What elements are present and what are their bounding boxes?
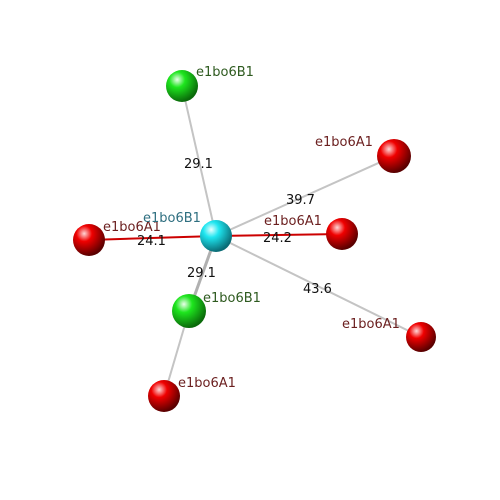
atom-label: e1bo6A1: [315, 135, 373, 150]
atom-label: e1bo6A1: [342, 317, 400, 332]
atom-labels: e1bo6B1 e1bo6A1 e1bo6A1 e1bo6A1 e1bo6B1 …: [103, 65, 400, 391]
distance-label: 29.1: [187, 266, 216, 281]
distance-label: 43.6: [303, 282, 332, 297]
atom-label: e1bo6A1: [264, 214, 322, 229]
distance-labels: 29.1 39.7 24.2 43.6 29.1 24.1: [137, 157, 332, 297]
distance-label: 24.1: [137, 234, 166, 249]
atom-red[interactable]: [406, 322, 436, 352]
bond-6: [88, 235, 217, 241]
atom-label: e1bo6A1: [103, 220, 161, 235]
atom-red[interactable]: [377, 139, 411, 173]
atom-label: e1bo6A1: [178, 376, 236, 391]
atom-green[interactable]: [172, 294, 206, 328]
atom-label: e1bo6B1: [196, 65, 254, 80]
bond-4: [215, 235, 422, 338]
atoms: [73, 70, 436, 412]
distance-label: 29.1: [184, 157, 213, 172]
bond-1: [181, 85, 217, 237]
atom-red[interactable]: [148, 380, 180, 412]
distance-label: 24.2: [263, 231, 292, 246]
bond-2: [215, 155, 395, 237]
distance-label: 39.7: [286, 193, 315, 208]
atom-red[interactable]: [73, 224, 105, 256]
atom-center[interactable]: [200, 220, 232, 252]
atom-green[interactable]: [166, 70, 198, 102]
atom-label: e1bo6B1: [203, 291, 261, 306]
center-atom-label: e1bo6B1: [143, 211, 201, 226]
atom-red[interactable]: [326, 218, 358, 250]
bond-3: [215, 233, 343, 237]
